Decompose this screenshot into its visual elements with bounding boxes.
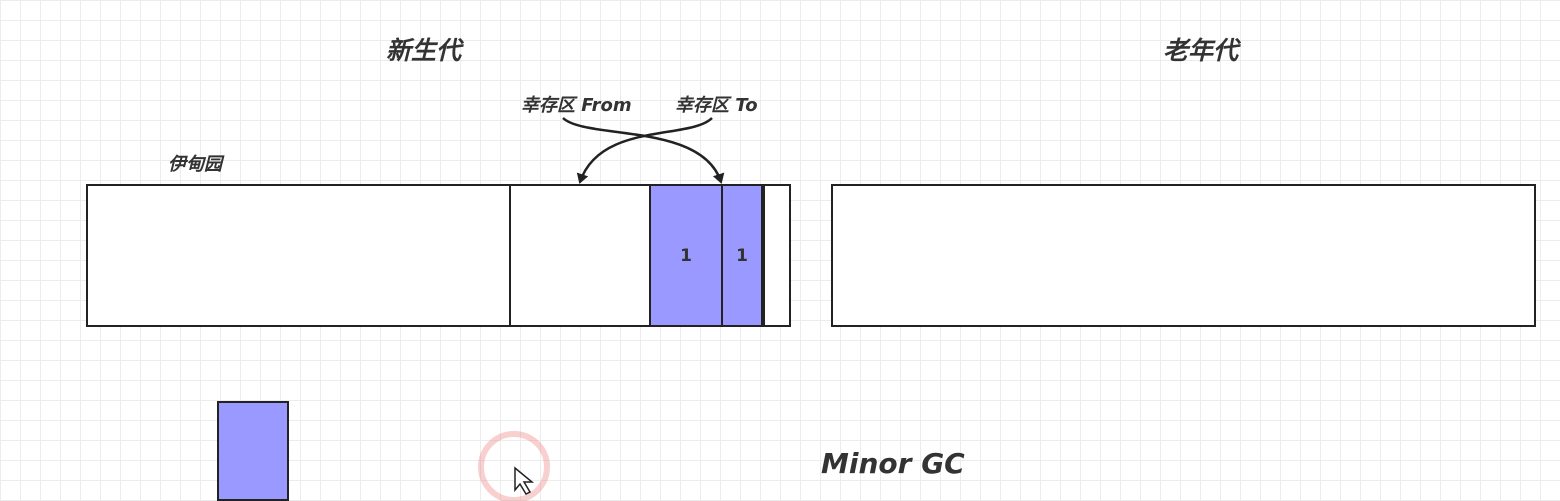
young-generation-title: 新生代 [386,36,462,65]
arrow-to-survivor-to [562,117,725,184]
survivor-swap-arrows [562,117,725,184]
old-generation-area [831,184,1536,327]
minor-gc-label: Minor GC [821,447,965,480]
click-highlight [478,431,550,501]
survivor-to-object: 1 [721,184,763,327]
young-generation-end [763,186,789,325]
new-object [217,401,289,501]
cursor-arrow-icon [514,466,535,495]
survivor-from-label: 幸存区 From [521,95,632,116]
cursor-layer [478,431,550,501]
survivor-from-object: 1 [649,184,723,327]
eden-space-tail [509,186,651,325]
eden-label: 伊甸园 [168,154,222,175]
old-generation-title: 老年代 [1163,36,1239,65]
survivor-to-label: 幸存区 To [675,95,758,116]
